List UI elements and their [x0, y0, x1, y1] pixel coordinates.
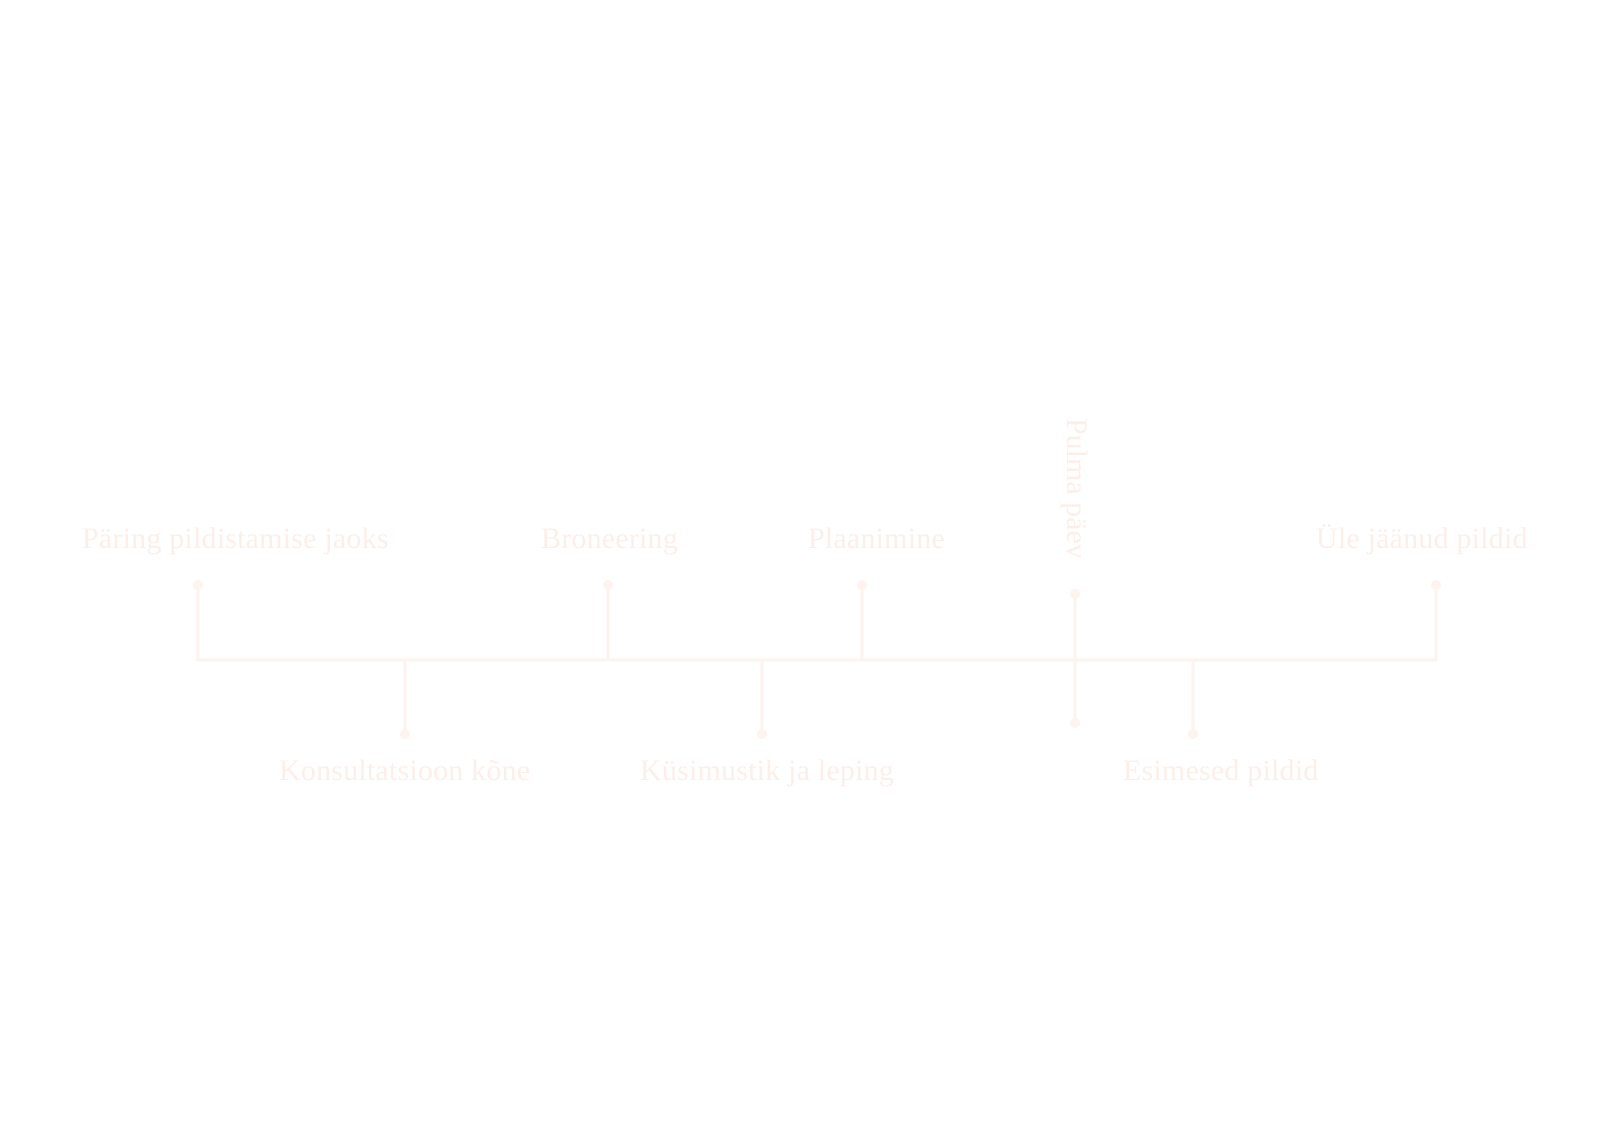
step-label-1: Päring pildistamise jaoks: [82, 522, 389, 555]
marker-step-6-top: [1070, 589, 1080, 599]
step-label-5: Plaanimine: [808, 522, 945, 555]
step-label-3: Broneering: [541, 522, 678, 555]
marker-step-3: [603, 580, 613, 590]
marker-step-1: [193, 580, 203, 590]
marker-step-5: [857, 580, 867, 590]
marker-step-8: [1431, 580, 1441, 590]
marker-step-4: [757, 729, 767, 739]
marker-step-2: [400, 729, 410, 739]
marker-step-6-bottom: [1070, 718, 1080, 728]
step-label-2: Konsultatsioon kõne: [279, 754, 531, 787]
step-label-6: Pulma päev: [1060, 418, 1093, 559]
marker-step-7: [1188, 729, 1198, 739]
step-label-4: Küsimustik ja leping: [640, 754, 894, 787]
step-label-8: Üle jäänud pildid: [1316, 522, 1528, 555]
step-label-7: Esimesed pildid: [1123, 754, 1319, 787]
